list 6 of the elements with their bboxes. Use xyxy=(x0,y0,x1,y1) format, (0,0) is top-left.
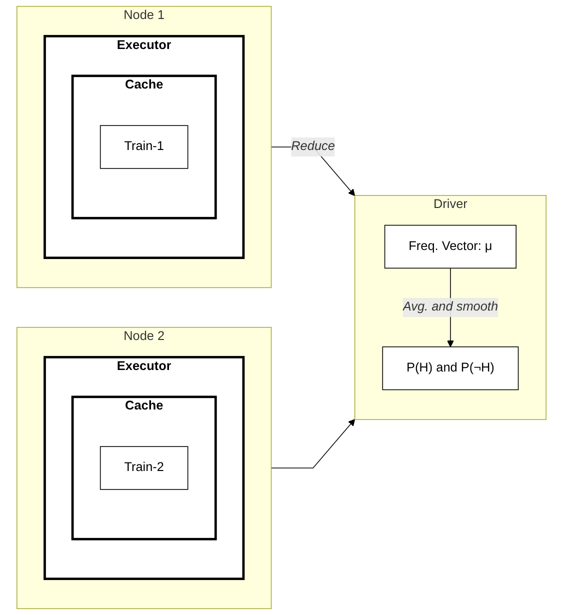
arrow xyxy=(270,418,356,468)
edge-label: Reduce xyxy=(291,140,335,154)
node-box: Train-1 xyxy=(100,125,188,169)
node-box: P(H) and P(¬H) xyxy=(382,346,519,390)
node-box: Train-2 xyxy=(100,446,188,490)
node-box: Freq. Vector: μ xyxy=(384,224,516,269)
